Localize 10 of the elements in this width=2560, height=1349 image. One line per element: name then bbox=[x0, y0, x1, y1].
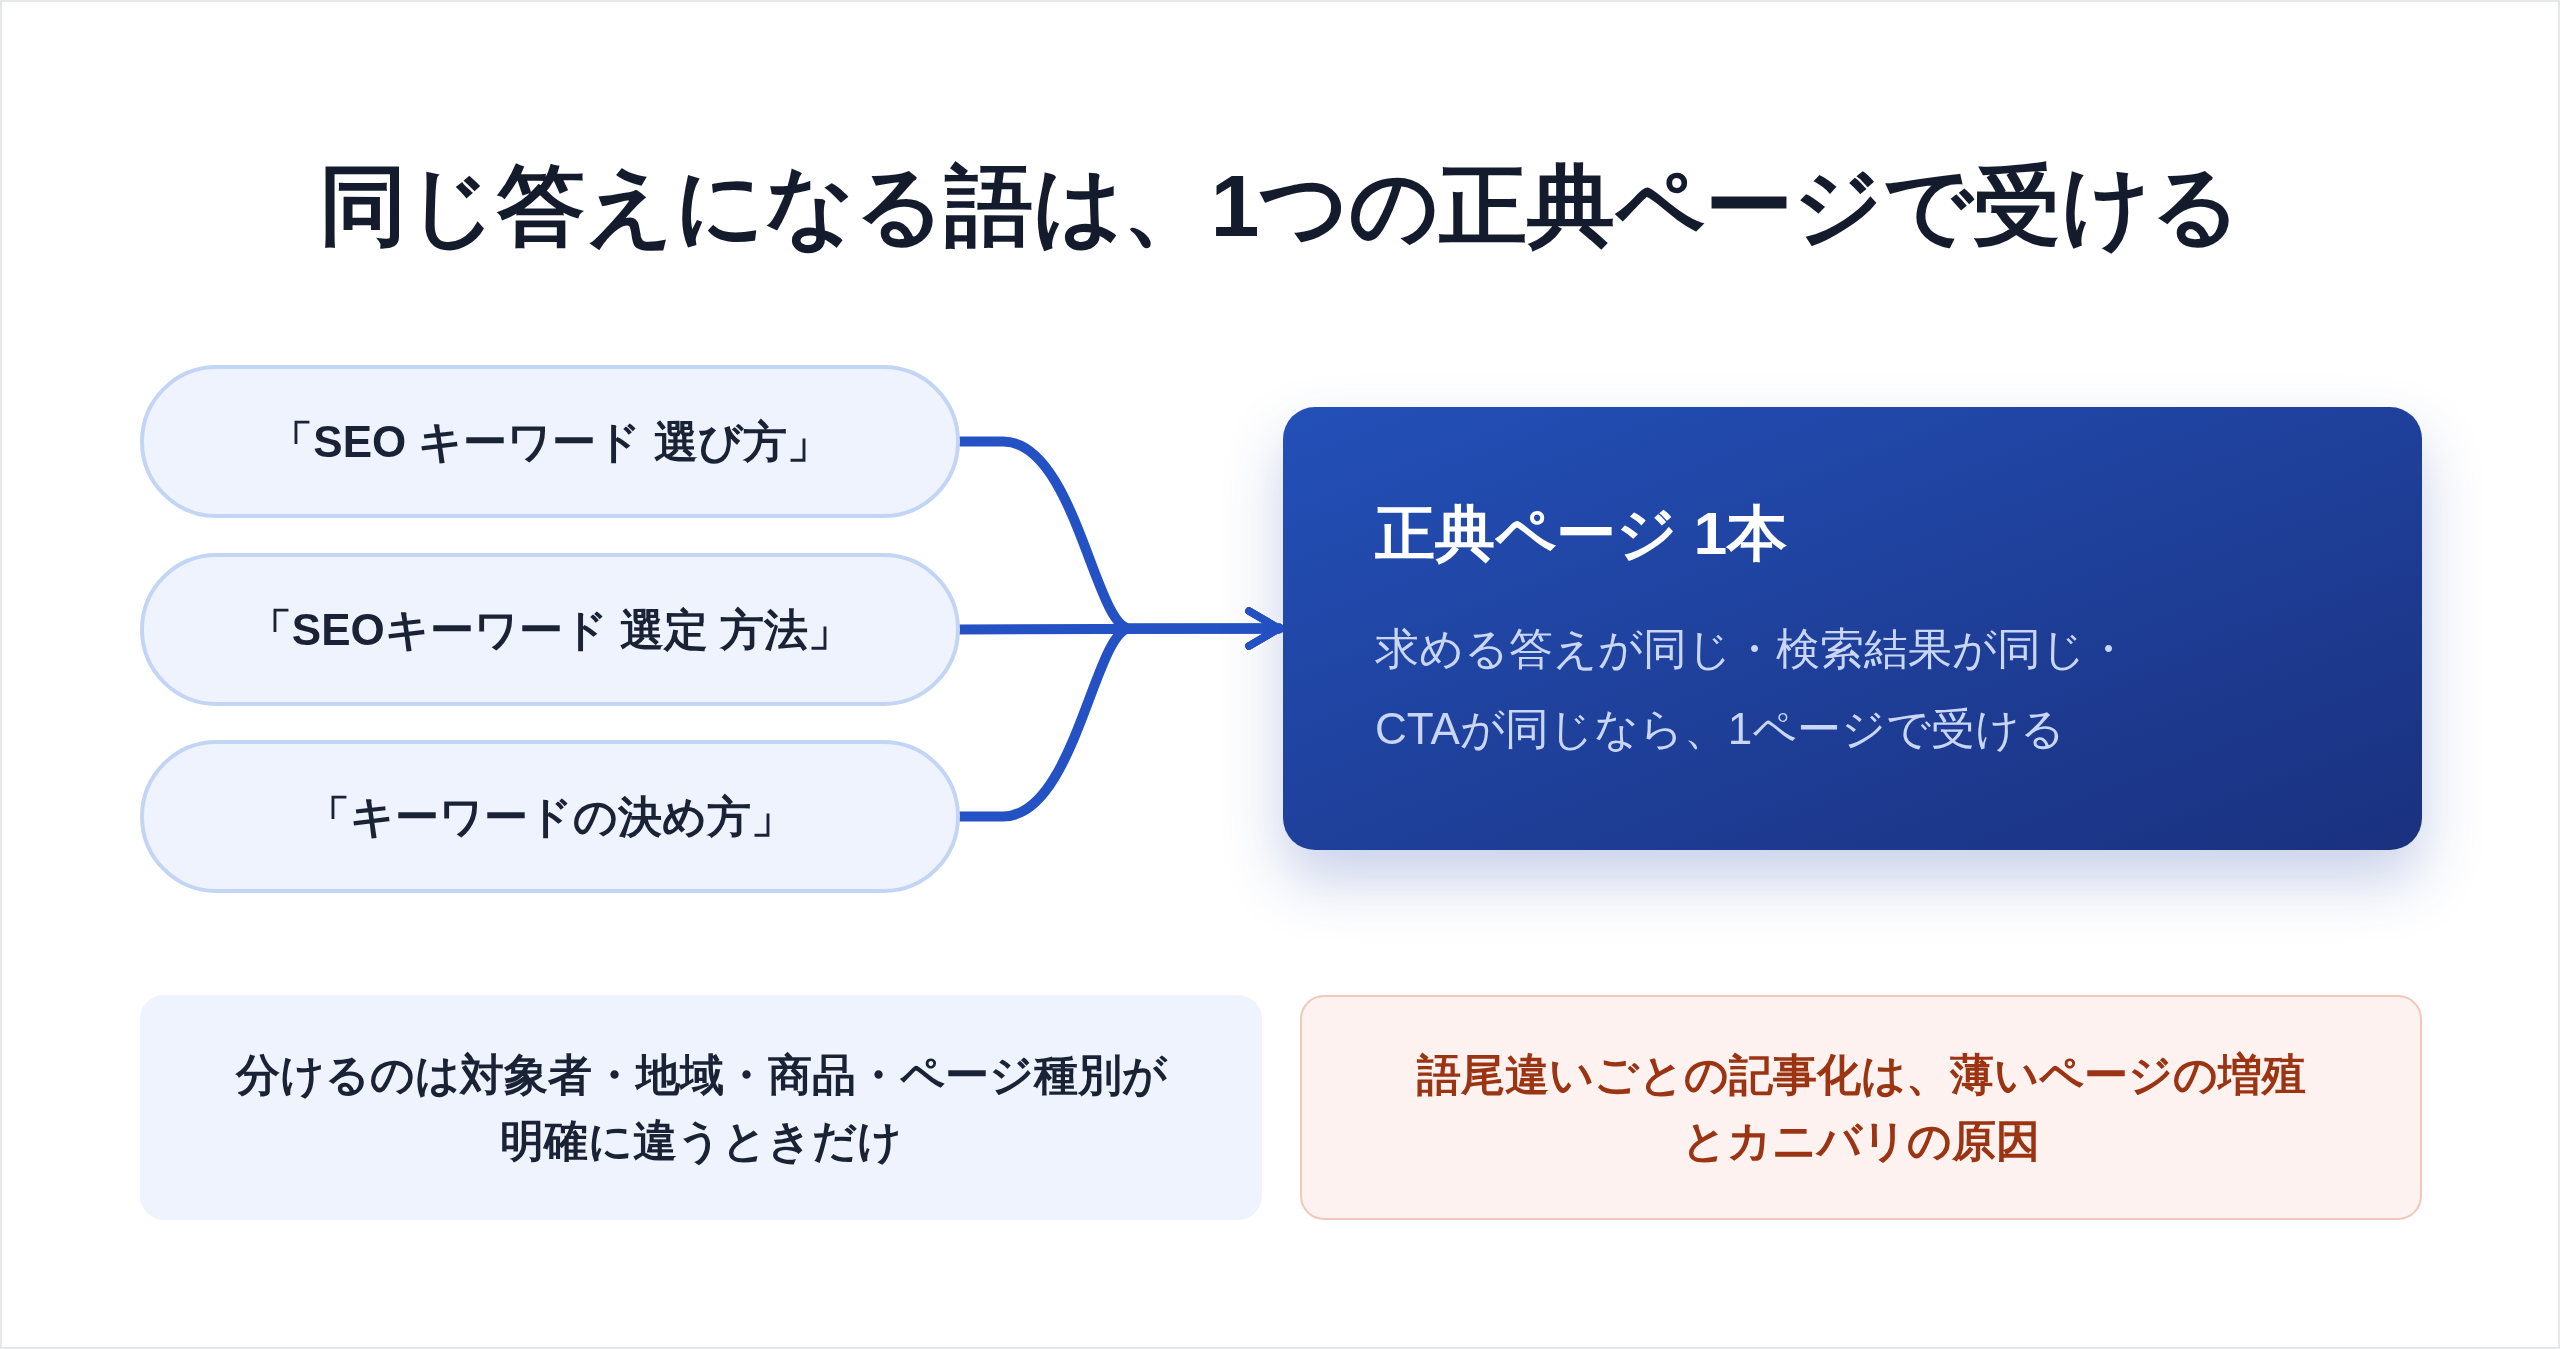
warning-text: 語尾違いごとの記事化は、薄いページの増殖とカニバリの原因 bbox=[1415, 1048, 2307, 1167]
note-text: 分けるのは対象者・地域・商品・ページ種別が明確に違うときだけ bbox=[234, 1048, 1169, 1167]
diagram-title: 同じ答えになる語は、1つの正典ページで受ける bbox=[317, 155, 2243, 257]
query-text: 「キーワードの決め方」 bbox=[305, 790, 795, 843]
canonical-page-card bbox=[1283, 407, 2422, 850]
query-text: 「SEOキーワード 選定 方法」 bbox=[247, 603, 853, 656]
card-heading: 正典ページ 1本 bbox=[1375, 498, 1789, 569]
card-body: 求める答えが同じ・検索結果が同じ・CTAが同じなら、1ページで受ける bbox=[1375, 622, 2131, 755]
warning-panel bbox=[1300, 995, 2422, 1220]
query-text: 「SEO キーワード 選び方」 bbox=[269, 415, 831, 468]
